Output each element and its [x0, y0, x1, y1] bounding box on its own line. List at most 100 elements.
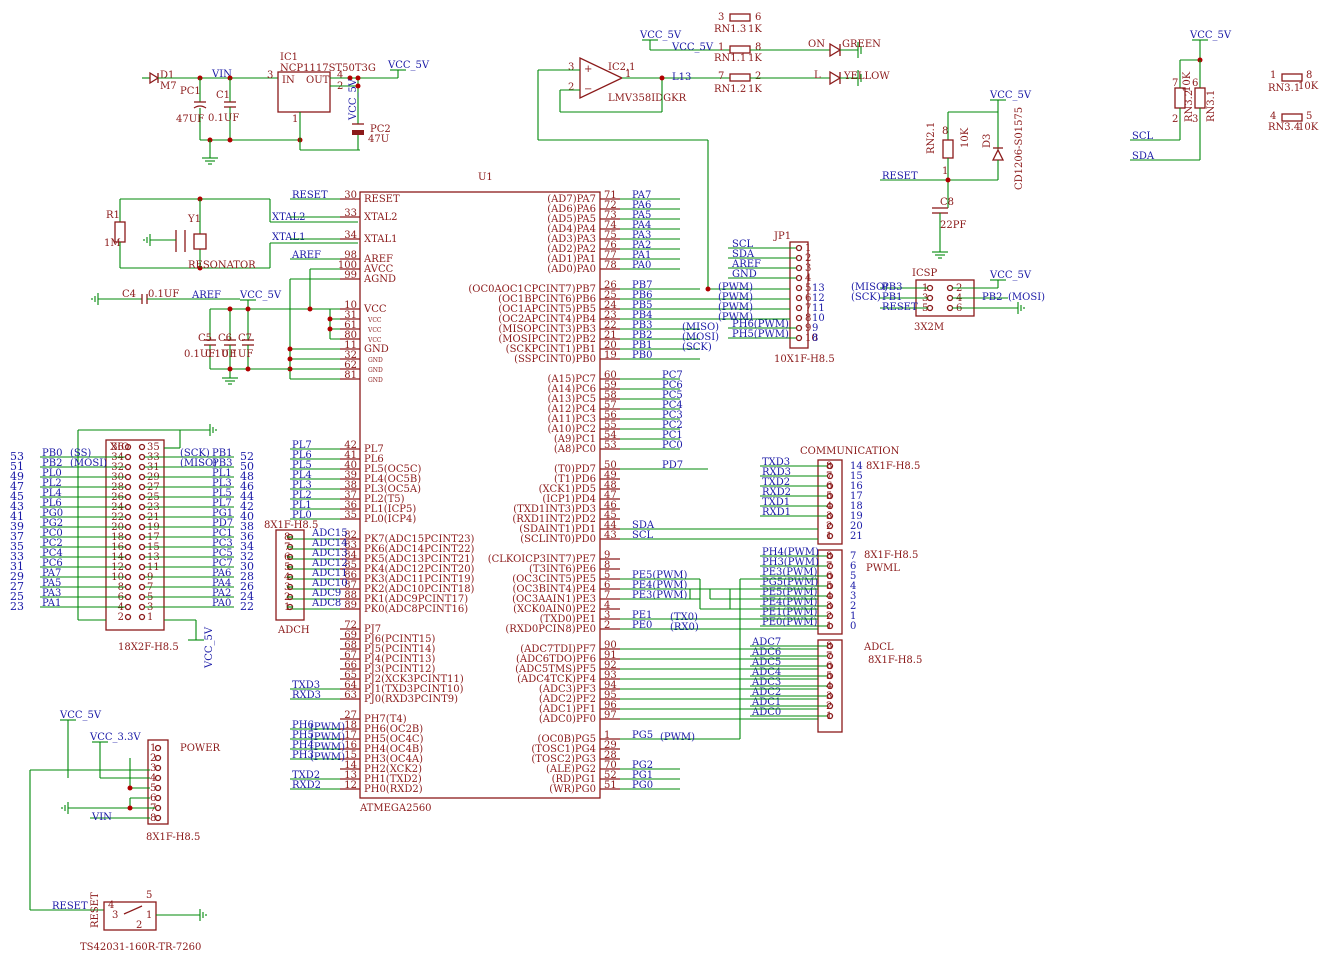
svg-text:4: 4: [337, 70, 343, 81]
xio-arduino-pin-37: 37: [10, 530, 24, 543]
u1-pin-number-77: 77: [604, 250, 617, 261]
u1-pin-name-a15-pc7: (A15)PC7: [548, 374, 597, 385]
xio-net-pb3: PB3: [212, 458, 232, 469]
pb5-pwm-tag: (PWM): [718, 302, 753, 313]
u1-pin-name-ph6-oc2b: PH6(OC2B): [364, 724, 423, 735]
vcc5v-label-icsp: VCC_5V: [989, 270, 1032, 281]
rn21-value: 10K: [960, 127, 971, 148]
svg-text:7: 7: [718, 71, 724, 82]
u1-pin-number-88: 88: [344, 590, 357, 601]
u1-pin-name-oc0aoc1cpcint7-pb7: (OC0AOC1CPCINT7)PB7: [468, 284, 596, 295]
adcl-pin-number-5: 5: [826, 671, 832, 682]
u1-pin-name-icp1-pd4: (ICP1)PD4: [542, 494, 596, 505]
u1-pin-number-40: 40: [344, 460, 357, 471]
u1-pin-name-pl7: PL7: [364, 444, 384, 455]
power-pin-number-2: 2: [150, 753, 156, 764]
adcl-net-adc7: ADC7: [751, 637, 781, 648]
u1-pin-name-mosipcint2-pb2: (MOSIPCINT2)PB2: [498, 334, 596, 345]
u1-pin-number-23: 23: [604, 310, 617, 321]
comm-arduino-pin-14: 14: [850, 461, 863, 472]
power-pin-number-8: 8: [150, 813, 156, 824]
xio-arduino-pin-52: 52: [240, 450, 254, 463]
pb2-mosi-tag: (MOSI): [682, 332, 719, 343]
net-label-sda: SDA: [632, 520, 655, 531]
comm-pin-socket: [826, 482, 834, 490]
pwml-pin-socket: [826, 622, 834, 630]
xio-socket-left: [124, 553, 132, 561]
adcl-pin-number-8: 8: [826, 641, 832, 652]
jp1-arduino-pin-11: 11: [812, 303, 825, 314]
pe0-rx0-tag: (RX0): [670, 622, 699, 633]
adcl-pin-number-7: 7: [826, 651, 832, 662]
pb7-pwm-tag: (PWM): [718, 282, 753, 293]
svg-text:1: 1: [625, 69, 631, 80]
adch-body: [275, 529, 305, 621]
power-header: POWER 8X1F-H8.5 VCC_5V VCC_3.3V VIN 1234…: [29, 710, 221, 910]
c4-label: C4: [122, 289, 136, 300]
comm-pin-number-7: 7: [826, 471, 832, 482]
u1-pin-number-100: 100: [338, 260, 357, 271]
xio-arduino-pin-41: 41: [10, 510, 24, 523]
u1-pin-number-8: 8: [604, 560, 610, 571]
net-label-pb1: PB1: [632, 340, 652, 351]
comm-pin-number-6: 6: [826, 481, 832, 492]
vcc5v-label-reg-vertical: VCC_5V: [348, 78, 359, 121]
pwml-pin-socket: [826, 562, 834, 570]
rn11-label: RN1.1: [714, 53, 746, 64]
switch-value: TS42031-160R-TR-7260: [80, 942, 201, 953]
svg-text:1: 1: [292, 114, 298, 125]
u1-pin-name-pj2-xck3pcint11: PJ2(XCK3PCINT11): [364, 674, 464, 685]
u1-pin-number-93: 93: [604, 670, 617, 681]
xio-net-pg0: PG0: [42, 508, 63, 519]
u1-pin-number-63: 63: [344, 690, 357, 701]
svg-text:+: +: [584, 64, 592, 75]
xio-net-pl2: PL2: [42, 478, 62, 489]
adcl-header: ADCL 8X1F-H8.5 8ADC77ADC66ADC55ADC44ADC3…: [750, 637, 922, 733]
rn32-label: RN3.2: [1184, 90, 1195, 122]
u1-pin-name-vcc: VCC: [367, 327, 382, 334]
u1-pin-number-16: 16: [344, 740, 357, 751]
pwml-title: PWML: [866, 563, 900, 574]
xio-net-pd7: PD7: [212, 518, 233, 529]
svg-text:1: 1: [146, 910, 152, 921]
jp1-pin-socket: [795, 284, 803, 292]
u1-pin-number-29: 29: [604, 740, 617, 751]
u1-pin-name-pl1-icp5: PL1(ICP5): [364, 504, 416, 515]
u1-pin-name-ph5-oc4c: PH5(OC4C): [364, 734, 424, 745]
adch-net-adc15: ADC15: [311, 528, 348, 539]
comm-pin-socket: [826, 532, 834, 540]
power-pin-socket: [154, 804, 162, 812]
u1-pin-number-49: 49: [604, 470, 617, 481]
xio-tag-sck: (SCK): [180, 448, 210, 459]
led-yellow-label: YELLOW: [843, 71, 890, 82]
comm-pin-socket: [826, 502, 834, 510]
u1-pin-number-25: 25: [604, 290, 617, 301]
c8-value: 22PF: [940, 220, 966, 231]
jp1-pin-socket: [795, 304, 803, 312]
routing-wires: (PWM) (PWM) (PWM) (PWM) (MISO) (MOSI) (S…: [310, 282, 818, 763]
xio-socket-right: [138, 553, 146, 561]
u1-pin-name-gnd: GND: [368, 367, 383, 374]
xio-pin-number-35: 35: [147, 442, 160, 453]
xio-arduino-pin-28: 28: [240, 570, 254, 583]
xio-arduino-pin-51: 51: [10, 460, 24, 473]
xio-arduino-pin-49: 49: [10, 470, 24, 483]
u1-pin-name-a13-pc5: (A13)PC5: [548, 394, 597, 405]
xio-title: XIO: [110, 442, 129, 453]
u1-pin-number-74: 74: [604, 220, 617, 231]
jp1-pin-number-5: 5: [805, 283, 811, 294]
xio-net-pb1: PB1: [212, 448, 232, 459]
pwml-pin-number-6: 6: [826, 571, 832, 582]
u1-pin-name-pj4-pcint13: PJ4(PCINT13): [364, 654, 435, 665]
jp1-pin-number-9: 9: [805, 323, 811, 334]
pwml-net-pe0-pwm: PE0(PWM): [762, 617, 818, 628]
communication-value: 8X1F-H8.5: [866, 461, 920, 472]
u1-pin-number-45: 45: [604, 510, 617, 521]
u1-pin-name-pj1-txd3pcint10: PJ1(TXD3PCINT10): [364, 684, 464, 695]
xio-arduino-pin-24: 24: [240, 590, 254, 603]
adcl-net-adc3: ADC3: [751, 677, 781, 688]
xio-net-pc7: PC7: [212, 558, 233, 569]
jp1-arduino-pin-10: 10: [812, 313, 825, 324]
u1-pin-name-xtal1: XTAL1: [364, 234, 397, 245]
